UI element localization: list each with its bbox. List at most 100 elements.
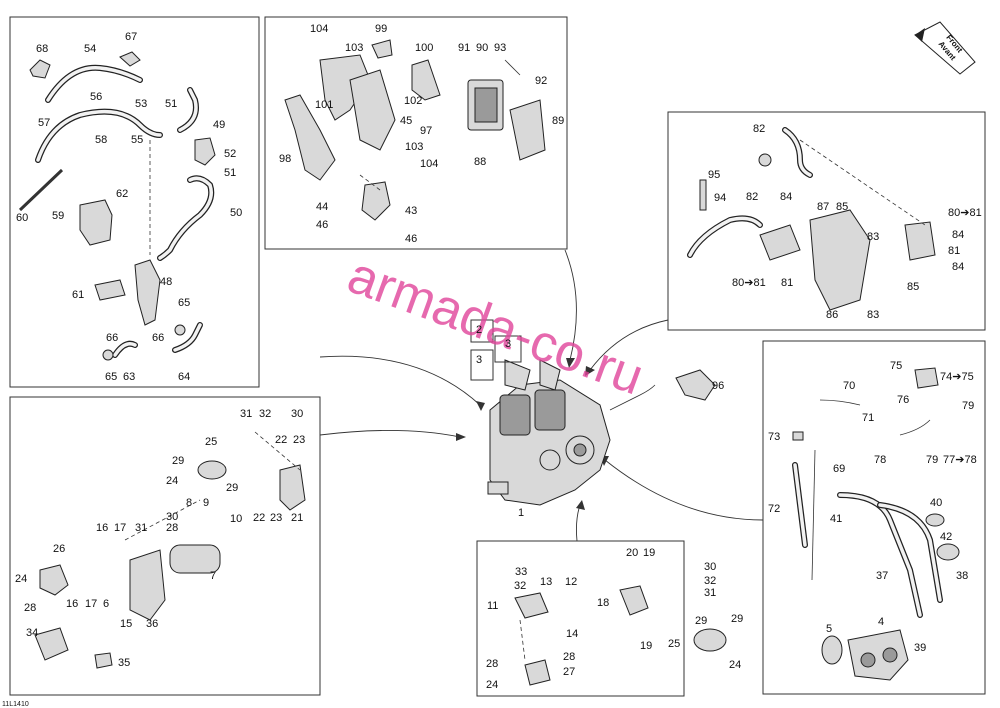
callout-top-left-16: 59 [52,210,64,222]
callout-top-right-12: 84 [952,261,964,273]
callout-top-right-5: 84 [780,191,792,203]
callout-top-right-14: 81 [781,277,793,289]
callout-top-left-2: 54 [84,43,96,55]
callout-bottom-left-27: 7 [210,570,216,582]
callout-bottom-right-1: 75 [890,360,902,372]
callout-bottom-middle-18: 28 [563,651,575,663]
engine-small-parts-box [470,319,522,381]
callout-top-middle-6: 90 [476,42,488,54]
callout-top-middle-21: 46 [405,233,417,245]
callout-bottom-middle-14: 29 [731,613,743,625]
callout-bottom-left-2: 32 [259,408,271,420]
callout-engine-5: 96 [712,380,724,392]
callout-bottom-left-31: 35 [118,657,130,669]
callout-top-right-13: 80➔81 [732,277,766,289]
callout-top-left-8: 57 [38,117,50,129]
callout-bottom-middle-13: 29 [695,615,707,627]
callout-top-middle-2: 99 [375,23,387,35]
callout-bottom-middle-3: 30 [704,561,716,573]
watermark: armada-co.ru [340,246,650,406]
panel-bottom-left [9,396,321,696]
panel-top-right [667,111,986,331]
callout-bottom-right-11: 77➔78 [943,454,977,466]
callout-top-left-20: 66 [106,332,118,344]
callout-top-left-4: 56 [90,91,102,103]
callout-bottom-right-5: 79 [962,400,974,412]
callout-bottom-middle-11: 18 [597,597,609,609]
callout-bottom-right-15: 42 [940,531,952,543]
callout-bottom-left-14: 22 [253,512,265,524]
callout-bottom-right-14: 41 [830,513,842,525]
callout-top-middle-13: 97 [420,125,432,137]
callout-top-left-3: 67 [125,31,137,43]
callout-bottom-right-19: 4 [878,616,884,628]
callout-top-right-6: 87 [817,201,829,213]
callout-top-middle-7: 93 [494,42,506,54]
callout-bottom-right-16: 37 [876,570,888,582]
callout-bottom-middle-17: 28 [486,658,498,670]
callout-top-middle-5: 91 [458,42,470,54]
panel-bottom-right [762,340,986,695]
callout-bottom-middle-20: 24 [486,679,498,691]
callout-top-right-17: 83 [867,309,879,321]
callout-top-left-10: 55 [131,134,143,146]
callout-bottom-right-2: 74➔75 [940,371,974,383]
callout-bottom-left-28: 15 [120,618,132,630]
callout-bottom-right-9: 78 [874,454,886,466]
callout-bottom-right-3: 70 [843,380,855,392]
callout-top-middle-19: 43 [405,205,417,217]
callout-bottom-left-1: 31 [240,408,252,420]
callout-top-left-22: 65 [105,371,117,383]
callout-bottom-left-3: 30 [291,408,303,420]
callout-bottom-middle-21: 24 [729,659,741,671]
callout-top-right-1: 82 [753,123,765,135]
callout-bottom-left-7: 29 [172,455,184,467]
callout-bottom-left-8: 24 [166,475,178,487]
callout-bottom-left-18: 17 [114,522,126,534]
callout-bottom-right-12: 40 [930,497,942,509]
callout-top-right-16: 86 [826,309,838,321]
callout-bottom-left-4: 25 [205,436,217,448]
callout-top-right-2: 95 [708,169,720,181]
bottom-left-parts [34,431,306,669]
callout-top-middle-15: 103 [405,141,423,153]
callout-bottom-left-26: 6 [103,598,109,610]
callout-bottom-middle-15: 19 [640,640,652,652]
callout-bottom-right-7: 73 [768,431,780,443]
callout-top-middle-12: 89 [552,115,564,127]
callout-top-right-10: 83 [867,231,879,243]
callout-bottom-middle-12: 14 [566,628,578,640]
callout-top-middle-20: 46 [316,219,328,231]
callout-bottom-middle-9: 31 [704,587,716,599]
callout-bottom-left-24: 16 [66,598,78,610]
callout-top-left-9: 58 [95,134,107,146]
callout-bottom-right-13: 72 [768,503,780,515]
callout-top-middle-10: 102 [404,95,422,107]
callout-top-right-15: 85 [907,281,919,293]
callout-bottom-middle-6: 12 [565,576,577,588]
bottom-right-parts [792,367,960,681]
callout-bottom-left-17: 16 [96,522,108,534]
callout-bottom-left-11: 9 [203,497,209,509]
callout-top-right-9: 84 [952,229,964,241]
callout-top-left-21: 66 [152,332,164,344]
callout-bottom-right-10: 79 [926,454,938,466]
callout-bottom-left-13: 10 [230,513,242,525]
callout-bottom-left-29: 36 [146,618,158,630]
callout-top-middle-1: 104 [310,23,328,35]
flow-arrows [319,249,764,542]
callout-bottom-left-25: 17 [85,598,97,610]
callout-top-left-24: 64 [178,371,190,383]
callout-bottom-left-20: 28 [166,522,178,534]
callout-top-right-11: 81 [948,245,960,257]
top-middle-parts [284,39,546,221]
callout-engine-4: 1 [518,507,524,519]
callout-top-middle-4: 100 [415,42,433,54]
callout-bottom-left-6: 23 [293,434,305,446]
diagram-code: 11L1410 [2,701,29,708]
panel-bottom-middle [476,540,685,697]
callout-bottom-middle-8: 32 [704,575,716,587]
callout-top-left-1: 68 [36,43,48,55]
